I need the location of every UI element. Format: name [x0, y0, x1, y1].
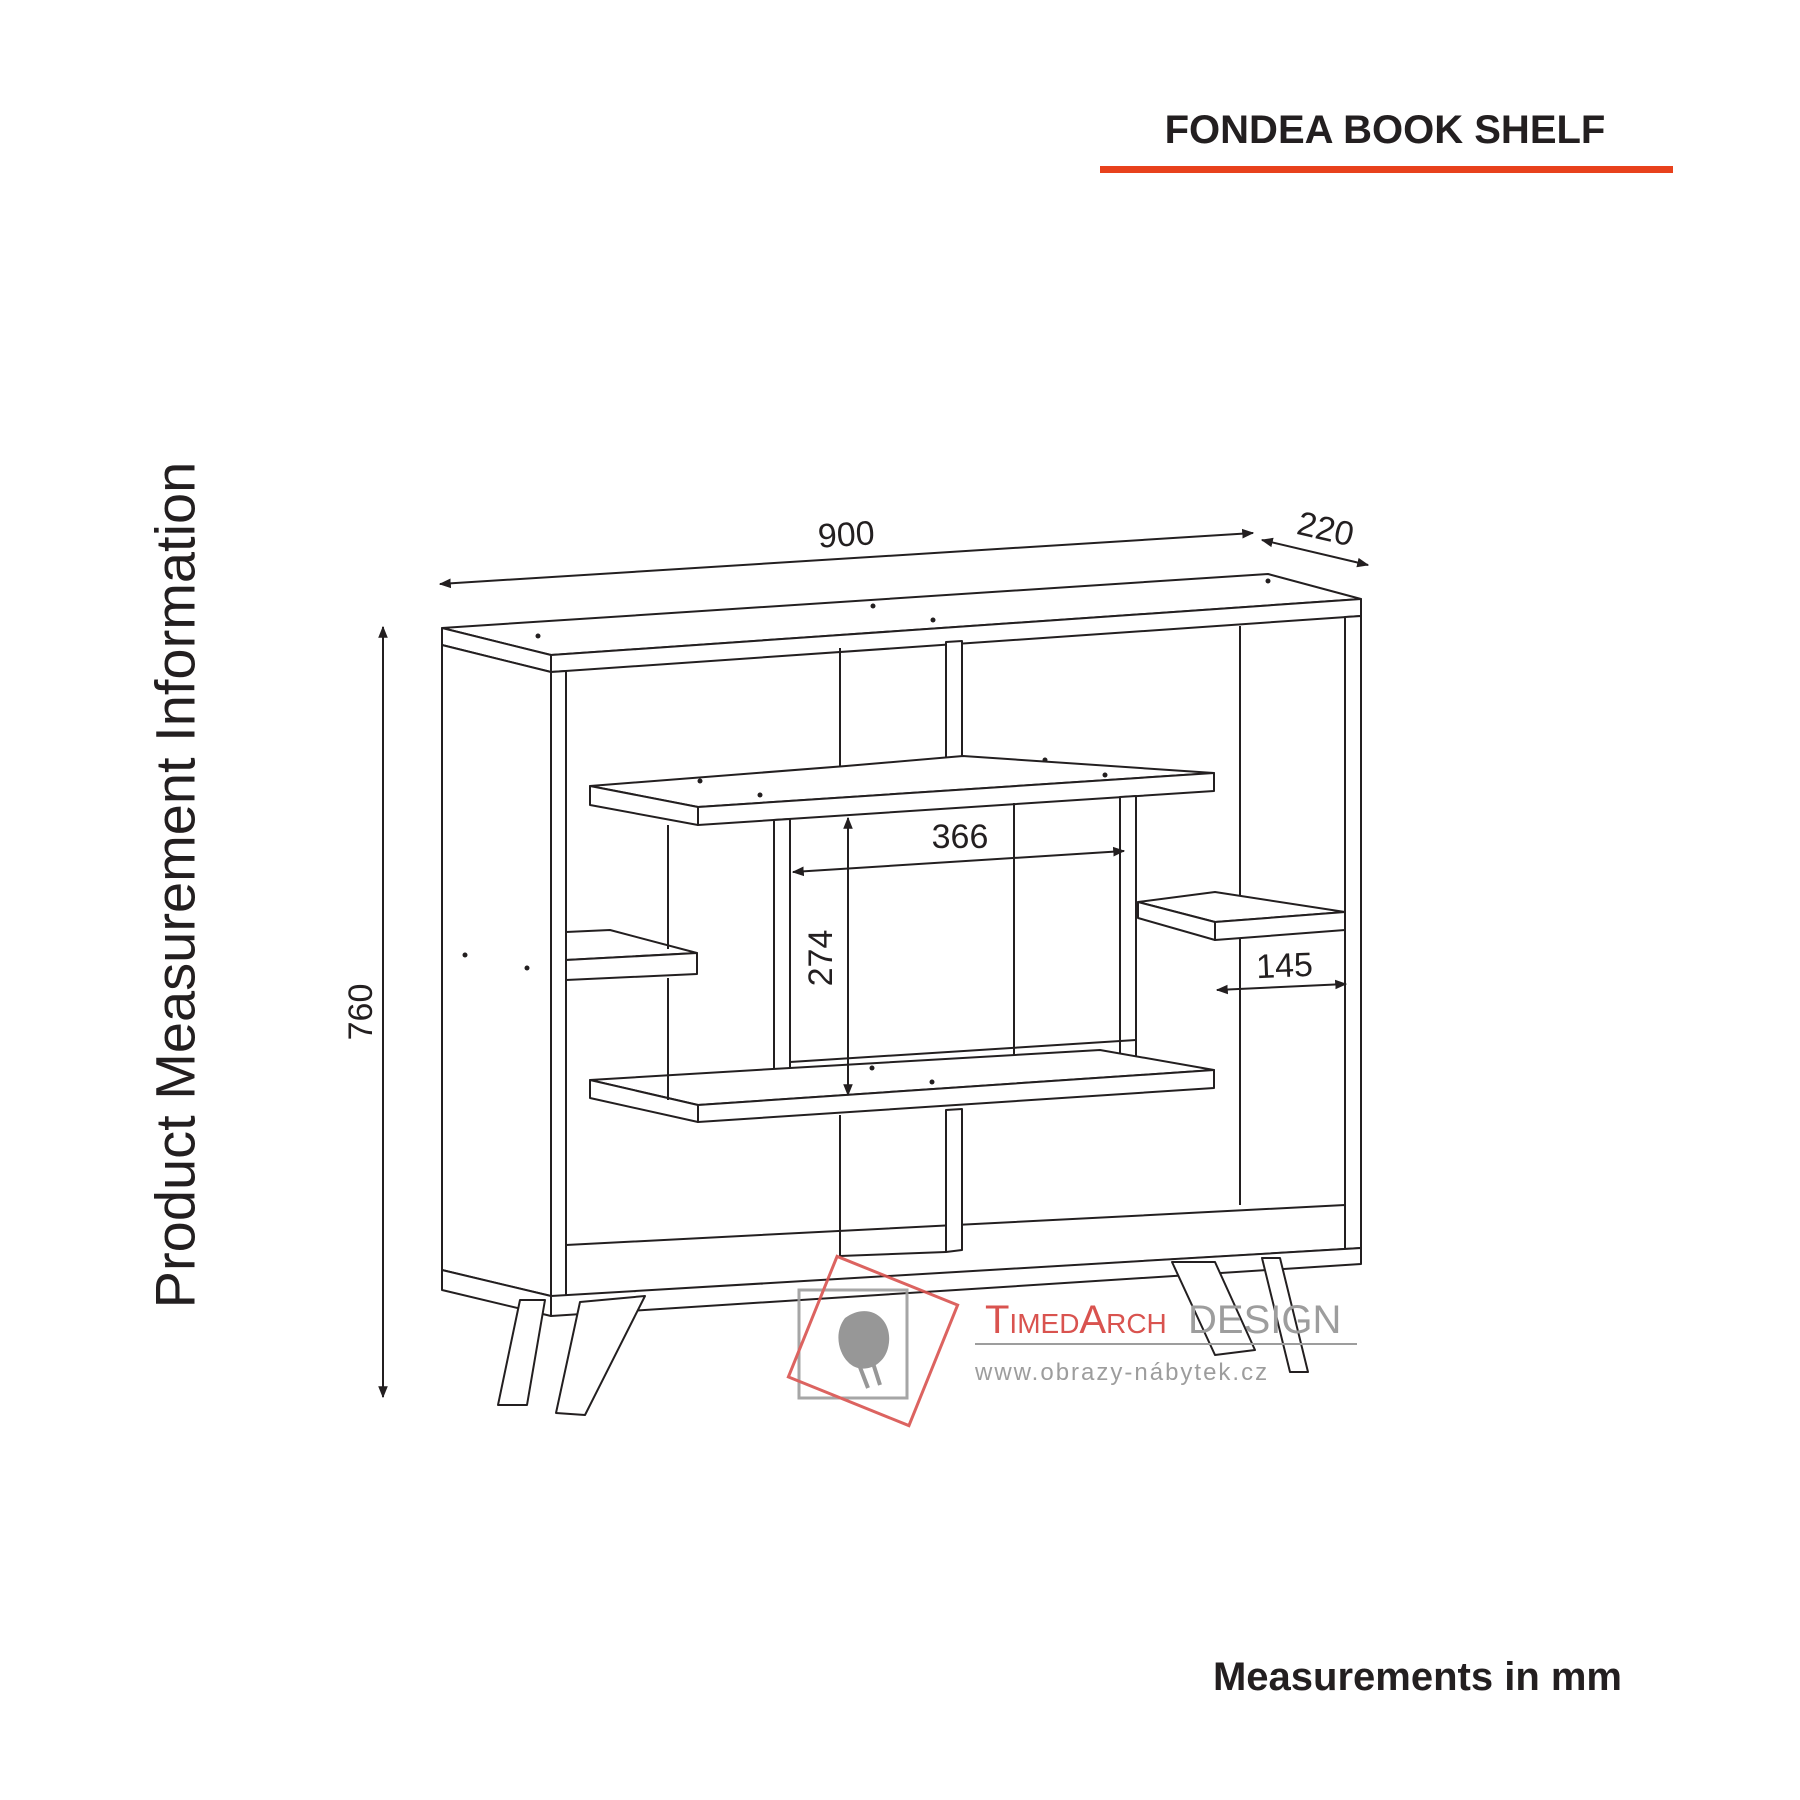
left-side-panel: [441, 644, 552, 1297]
watermark-url: www.obrazy-nábytek.cz: [974, 1359, 1269, 1386]
right-front-leg: [1171, 1261, 1256, 1356]
dim-inner-width-label: 366: [932, 818, 989, 856]
page-title: FONDEA BOOK SHELF: [1164, 108, 1606, 152]
dim-side-width-label: 145: [1255, 946, 1313, 986]
dim-width-label: 900: [817, 514, 876, 555]
watermark-brand-part2: DESIGN: [1188, 1298, 1341, 1342]
dim-height-label: 760: [342, 984, 380, 1041]
dim-inner-height-label: 274: [802, 930, 840, 987]
watermark-brand-part1: TimedArch: [985, 1298, 1167, 1342]
dim-depth-label: 220: [1294, 504, 1358, 554]
title-underline: [1100, 166, 1673, 173]
inner-left-upright: [773, 818, 791, 1099]
right-side-panel: [1344, 615, 1362, 1250]
units-note: Measurements in mm: [1212, 1655, 1622, 1699]
left-front-leg: [497, 1299, 546, 1406]
left-rear-leg: [555, 1295, 646, 1416]
watermark-logo: [786, 1254, 960, 1428]
